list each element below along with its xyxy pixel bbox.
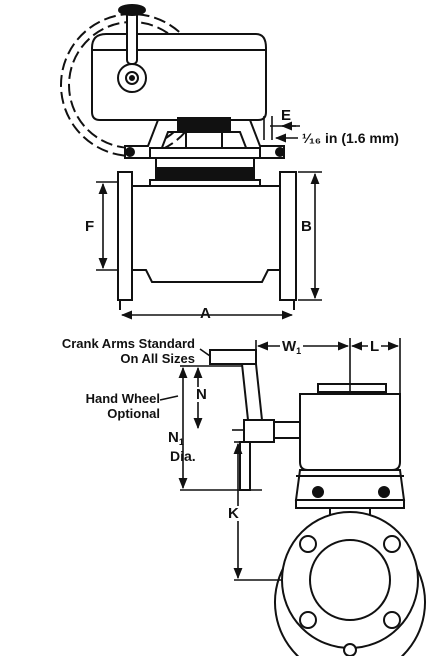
dim-e-label: E [281, 107, 292, 124]
dim-n1-label: N1 [168, 429, 184, 447]
dim-b-label: B [301, 218, 312, 235]
gap-note: ¹⁄₁₆ in (1.6 mm) [302, 130, 399, 146]
dim-k-label: K [228, 505, 239, 522]
dim-a-label: A [200, 305, 211, 322]
actuator-housing [294, 383, 406, 509]
crank-arms-note-line2: On All Sizes [120, 351, 195, 366]
hand-wheel-note-line2: Optional [107, 406, 160, 421]
flange-side-view [274, 507, 426, 656]
hand-wheel-note-line1: Hand Wheel [85, 391, 160, 406]
dim-w1-label: W1 [280, 338, 304, 356]
dim-n-label: N [196, 386, 207, 403]
dim-n1-dia-label: Dia. [170, 448, 196, 464]
dim-l-label: L [368, 338, 382, 355]
crank-handle [117, 4, 147, 93]
dim-f-label: F [85, 218, 95, 235]
crank-arms-note-line1: Crank Arms Standard [61, 336, 195, 351]
crank-arm [209, 349, 301, 491]
valve-body-top [117, 171, 297, 301]
